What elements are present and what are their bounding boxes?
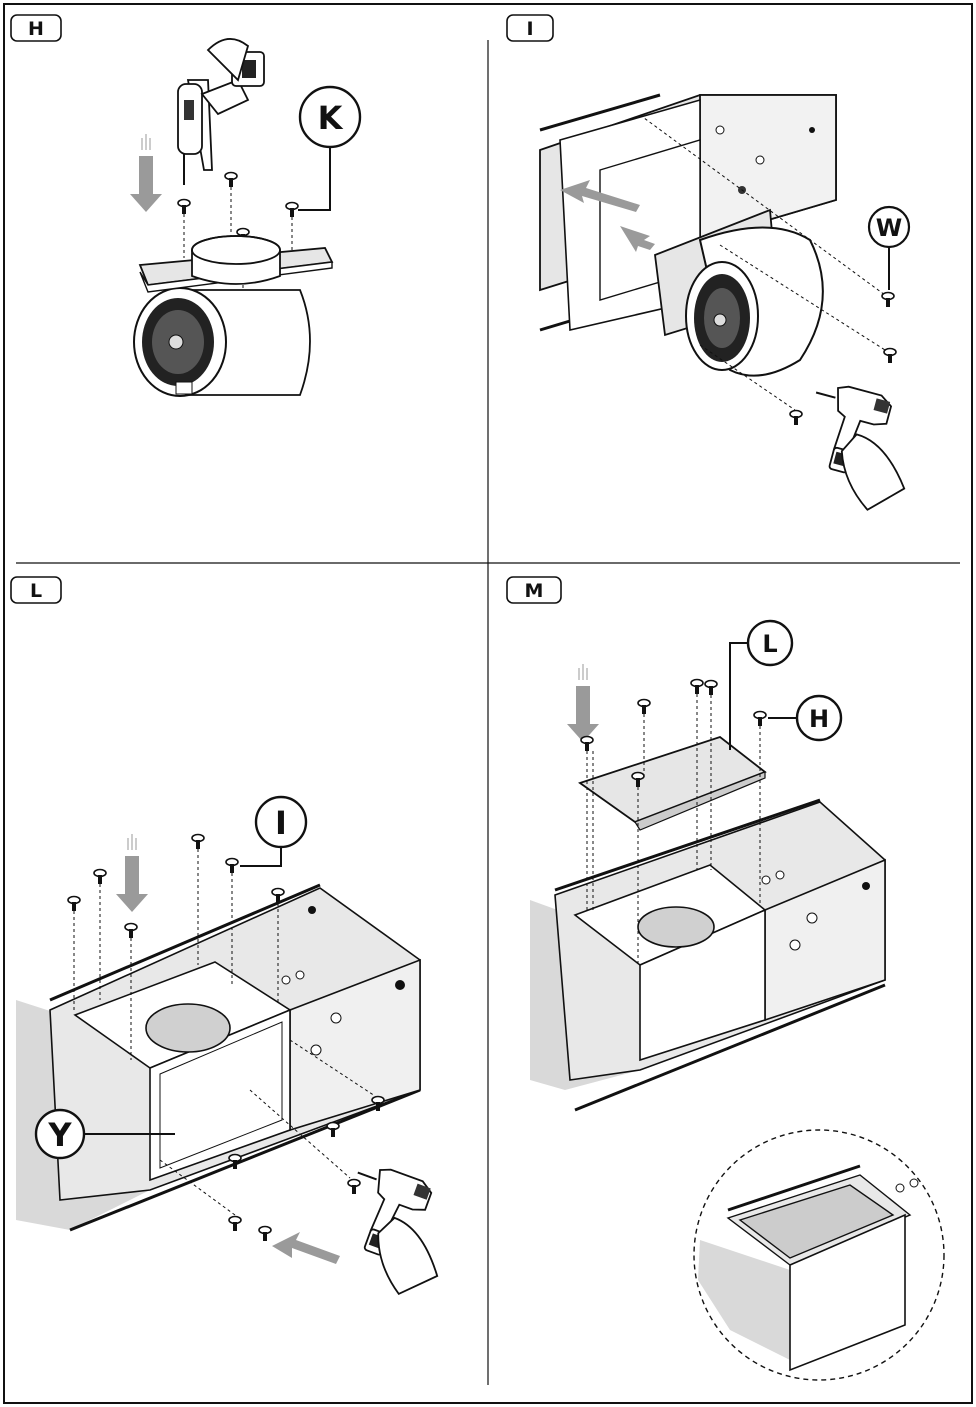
hood-body-icon (49, 883, 421, 1232)
panel-h: H K (10, 14, 362, 397)
drill-icon (177, 38, 265, 185)
panel-tag-m: M (506, 576, 562, 604)
fan-motor-icon (654, 208, 824, 377)
filter-plate (578, 735, 767, 831)
svg-text:I: I (275, 804, 287, 842)
callout-w: W (867, 205, 911, 290)
detail-inset (693, 1129, 945, 1381)
panel-tag-i: I (506, 14, 554, 42)
callout-l: L (729, 619, 794, 750)
page-frame (3, 3, 973, 1404)
screw-icon (177, 171, 299, 244)
panel-m: M (506, 576, 945, 1381)
panel-label-m: M (525, 580, 544, 602)
callout-y: Y (34, 1108, 175, 1160)
fan-motor-icon (133, 235, 334, 397)
callout-h: H (768, 694, 843, 742)
arrow-icon (566, 663, 600, 743)
svg-text:K: K (318, 99, 344, 137)
svg-text:H: H (809, 705, 829, 733)
hood-body-icon (554, 798, 886, 1112)
svg-text:Y: Y (47, 1116, 72, 1154)
drill-icon (332, 1158, 439, 1296)
arrow-icon (272, 1232, 340, 1264)
svg-text:W: W (876, 214, 902, 242)
panel-label-i: I (526, 18, 533, 40)
panel-label-l: L (30, 580, 42, 602)
panel-label-h: H (28, 18, 44, 40)
arrow-icon (620, 226, 655, 252)
panel-tag-l: L (10, 576, 62, 604)
drill-icon (796, 377, 906, 511)
arrow-icon (129, 133, 163, 213)
svg-text:L: L (762, 630, 777, 658)
callout-k: K (298, 85, 362, 211)
arrow-icon (115, 833, 149, 913)
arrow-icon (560, 180, 640, 212)
panel-l: L (10, 576, 439, 1296)
panel-tag-h: H (10, 14, 62, 42)
callout-i: I (240, 795, 308, 867)
panel-i: I (506, 14, 911, 511)
